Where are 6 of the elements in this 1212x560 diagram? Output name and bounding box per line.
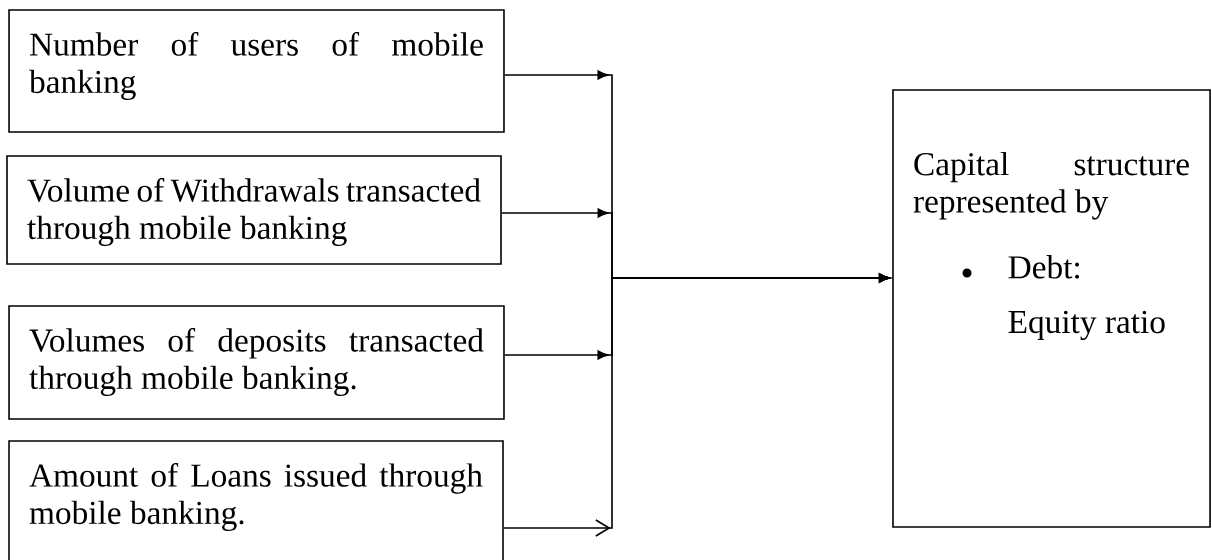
text-box: Amount of Loans issued through mobile banking. <box>8 440 504 560</box>
text-box: Number of users of mobile banking <box>8 9 505 133</box>
text-box: Capital structure represented by Debt: Equity ratio <box>892 89 1211 528</box>
text-box: Volumes of deposits transacted through mobile banking. <box>8 305 505 420</box>
text-box: Volume of Withdrawals transacted through mobile banking <box>6 155 502 265</box>
arrow <box>503 273 890 537</box>
